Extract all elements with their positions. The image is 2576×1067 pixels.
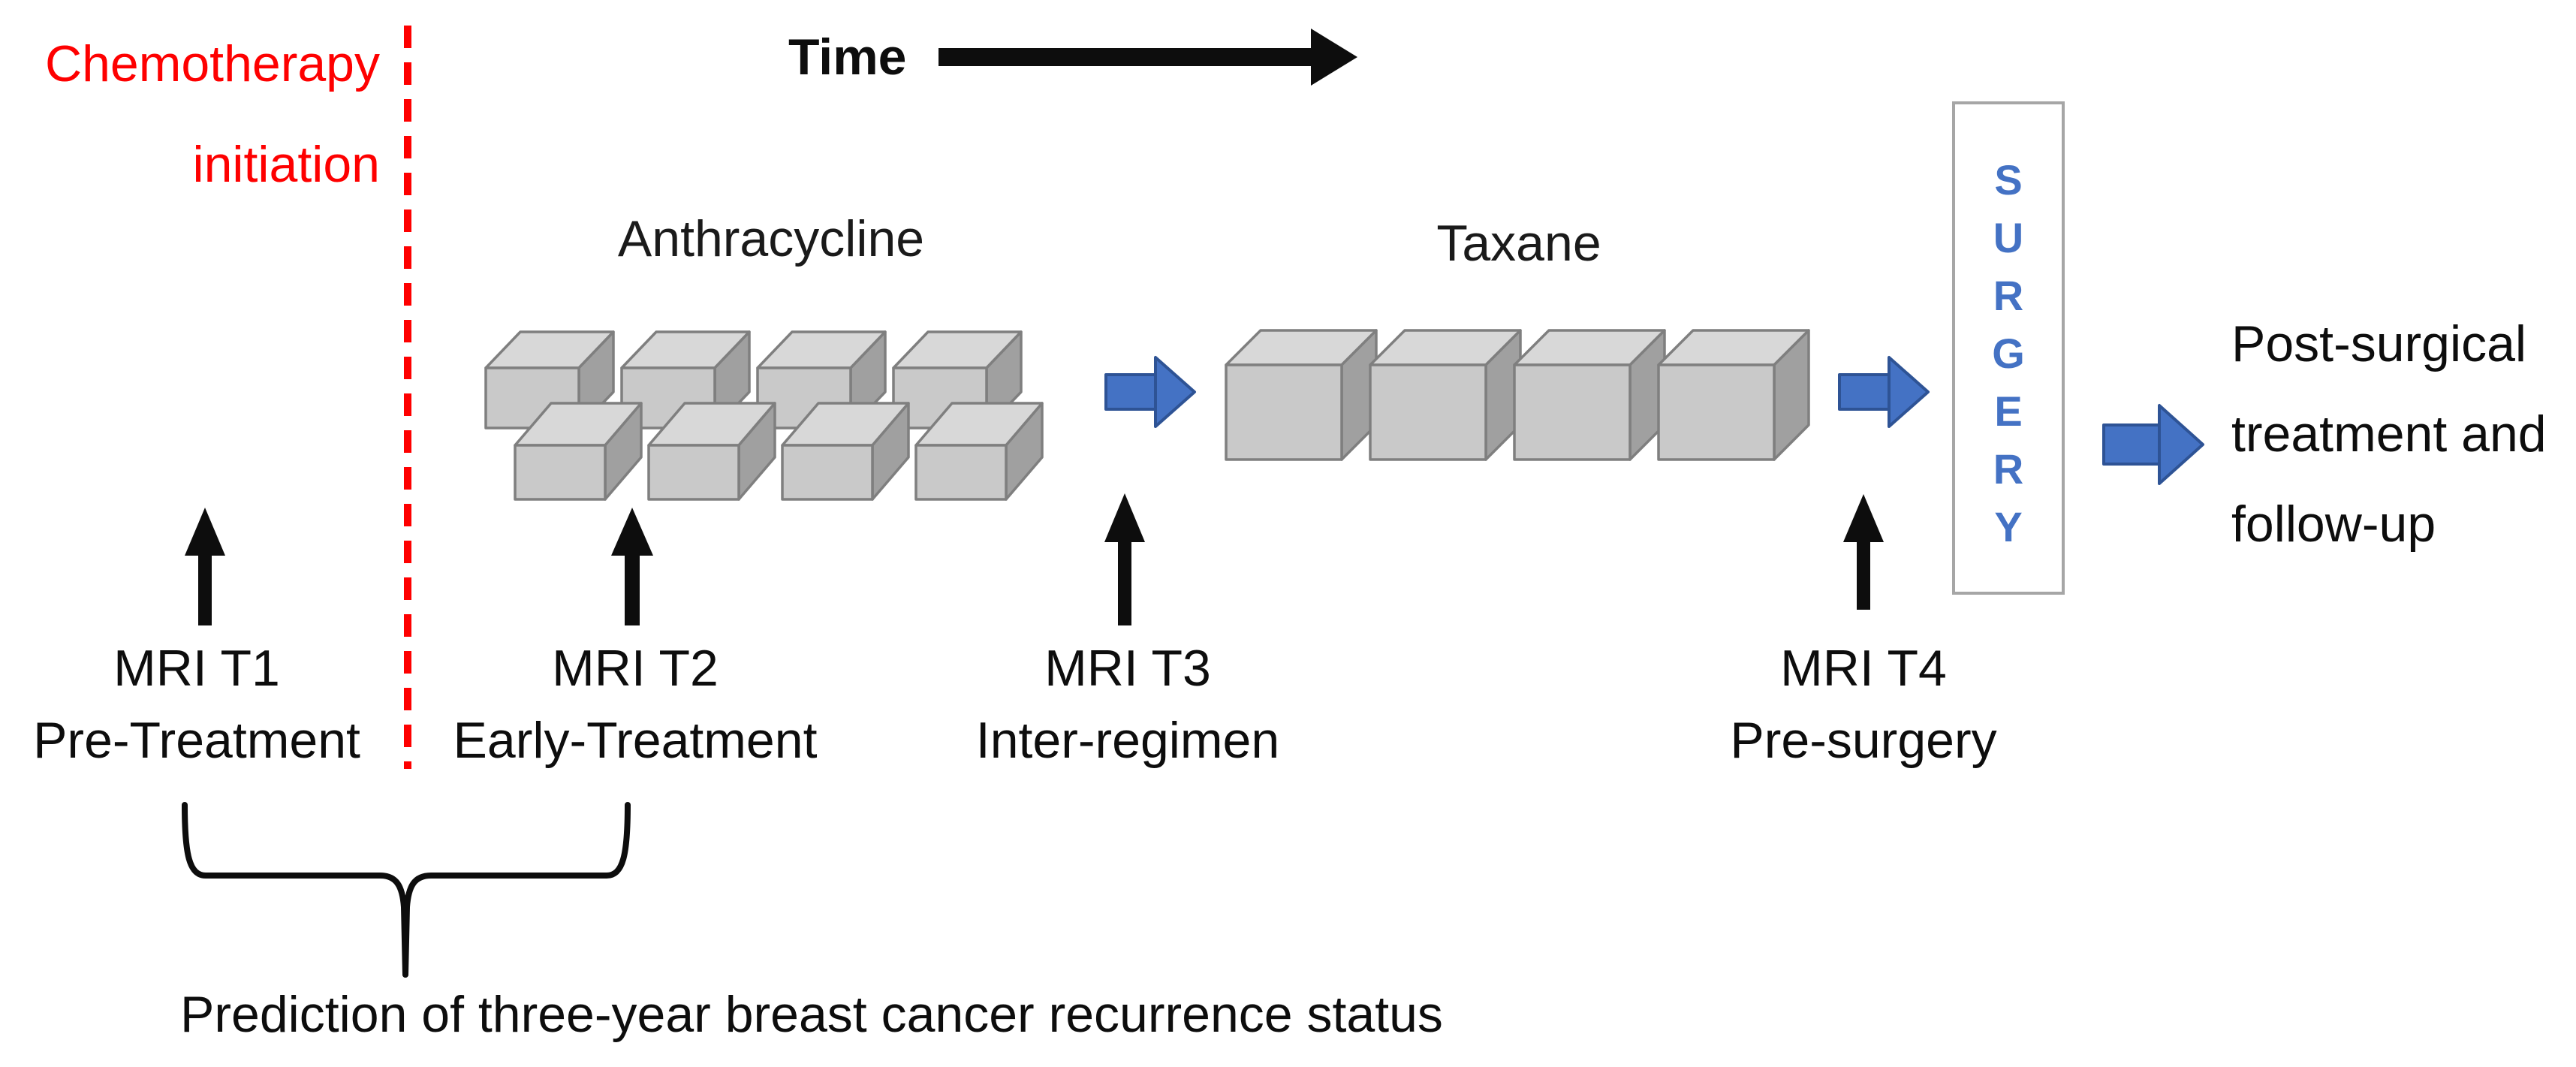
chemo-cycle-cube bbox=[1369, 329, 1522, 461]
mri-t1-phase: Pre-Treatment bbox=[33, 712, 360, 769]
mri-t2-up-arrow-icon bbox=[611, 508, 653, 625]
chemo-cycle-cube bbox=[781, 402, 910, 501]
surgery-letter: E bbox=[1994, 387, 2023, 435]
chemo-cycle-cube bbox=[1657, 329, 1810, 461]
chemo-cycle-cube bbox=[1225, 329, 1378, 461]
mri-t4-phase: Pre-surgery bbox=[1730, 712, 1997, 769]
mri-t1-up-arrow-icon bbox=[185, 508, 225, 625]
chemo-cycle-cube bbox=[1513, 329, 1666, 461]
mri-t3-name: MRI T3 bbox=[1044, 640, 1211, 697]
chemo-initiation-line1: Chemotherapy bbox=[44, 35, 380, 92]
surgery-letter: R bbox=[1993, 445, 2024, 493]
mri-t2-label: MRI T2 Early-Treatment bbox=[425, 632, 845, 776]
post-surgical-label: Post-surgical treatment and follow-up bbox=[2231, 315, 2547, 553]
surgery-letter: S bbox=[1994, 156, 2023, 203]
prediction-brace-icon bbox=[182, 802, 631, 978]
surgery-letter: U bbox=[1993, 214, 2024, 261]
surgery-letter: Y bbox=[1994, 503, 2023, 550]
chemo-initiation-label: Chemotherapy initiation bbox=[0, 14, 380, 215]
mri-t1-name: MRI T1 bbox=[113, 640, 280, 697]
mri-t4-name: MRI T4 bbox=[1780, 640, 1947, 697]
mri-t1-label: MRI T1 Pre-Treatment bbox=[0, 632, 407, 776]
chemo-cycle-cube bbox=[514, 402, 643, 501]
chemo-cycle-cube bbox=[914, 402, 1044, 501]
anthracycline-cube-group bbox=[484, 330, 1044, 501]
flow-arrow-surgery-to-postsurgery-icon bbox=[2102, 404, 2204, 485]
flow-arrow-taxane-to-surgery-icon bbox=[1838, 356, 1930, 428]
mri-t2-phase: Early-Treatment bbox=[453, 712, 818, 769]
taxane-cube-group bbox=[1225, 329, 1810, 461]
surgery-box: S U R G E R Y bbox=[1952, 101, 2065, 595]
prediction-caption: Prediction of three-year breast cancer r… bbox=[180, 986, 1443, 1043]
time-label: Time bbox=[788, 29, 907, 86]
chemo-cycle-cube bbox=[647, 402, 776, 501]
flow-arrow-anthracycline-to-taxane-icon bbox=[1104, 356, 1196, 428]
anthracycline-label: Anthracycline bbox=[617, 210, 925, 267]
surgery-letter: G bbox=[1992, 330, 2025, 377]
mri-t4-up-arrow-icon bbox=[1843, 494, 1884, 610]
mri-t2-name: MRI T2 bbox=[552, 640, 719, 697]
mri-t4-label: MRI T4 Pre-surgery bbox=[1653, 632, 2074, 776]
mri-t3-phase: Inter-regimen bbox=[975, 712, 1280, 769]
taxane-label: Taxane bbox=[1436, 215, 1601, 272]
mri-t3-label: MRI T3 Inter-regimen bbox=[917, 632, 1338, 776]
surgery-letter: R bbox=[1993, 272, 2024, 319]
mri-t3-up-arrow-icon bbox=[1104, 493, 1145, 625]
time-arrow-right-icon bbox=[939, 29, 1357, 86]
chemo-initiation-line2: initiation bbox=[192, 136, 381, 193]
